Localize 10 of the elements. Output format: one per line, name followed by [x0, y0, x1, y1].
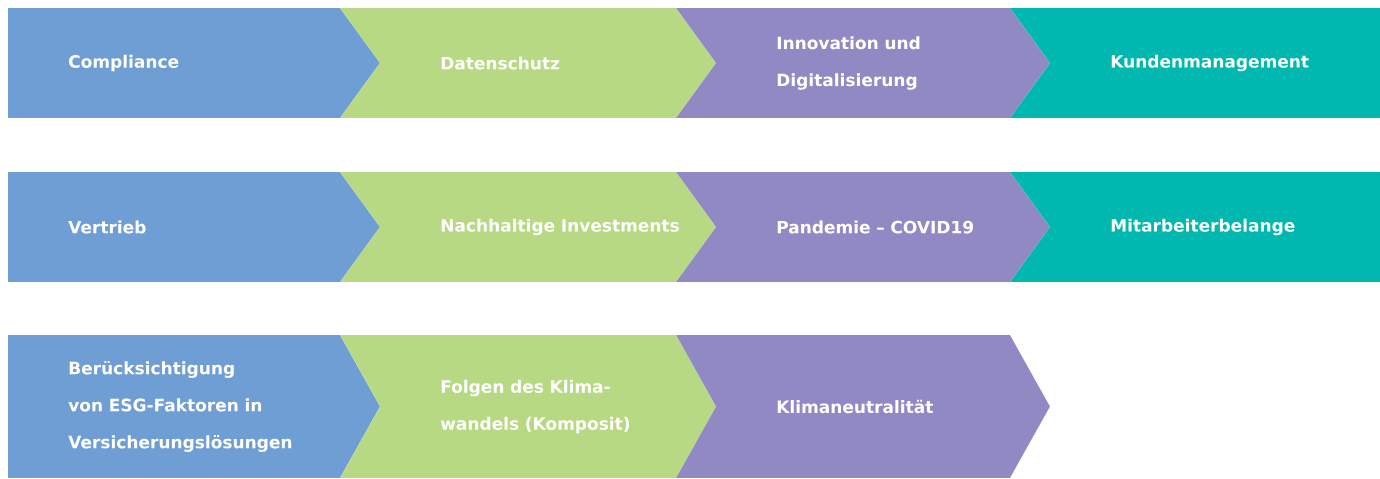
chevron-box: Folgen des Klima- wandels (Komposit)	[340, 335, 716, 478]
chevron-box: Vertrieb	[8, 172, 380, 282]
chevron-box: Innovation und Digitalisierung	[676, 8, 1050, 118]
chevron-box: Compliance	[8, 8, 380, 118]
chevron-box: Berücksichtigung von ESG-Faktoren in Versicherungslösungen	[8, 335, 380, 478]
chevron-box: Kundenmanagement	[1010, 8, 1380, 118]
chevron-box: Nachhaltige Investments	[340, 172, 716, 282]
chevron-box: Klimaneutralität	[676, 335, 1050, 478]
chevron-box: Datenschutz	[340, 8, 716, 118]
chevron-box: Mitarbeiterbelange	[1010, 172, 1380, 282]
